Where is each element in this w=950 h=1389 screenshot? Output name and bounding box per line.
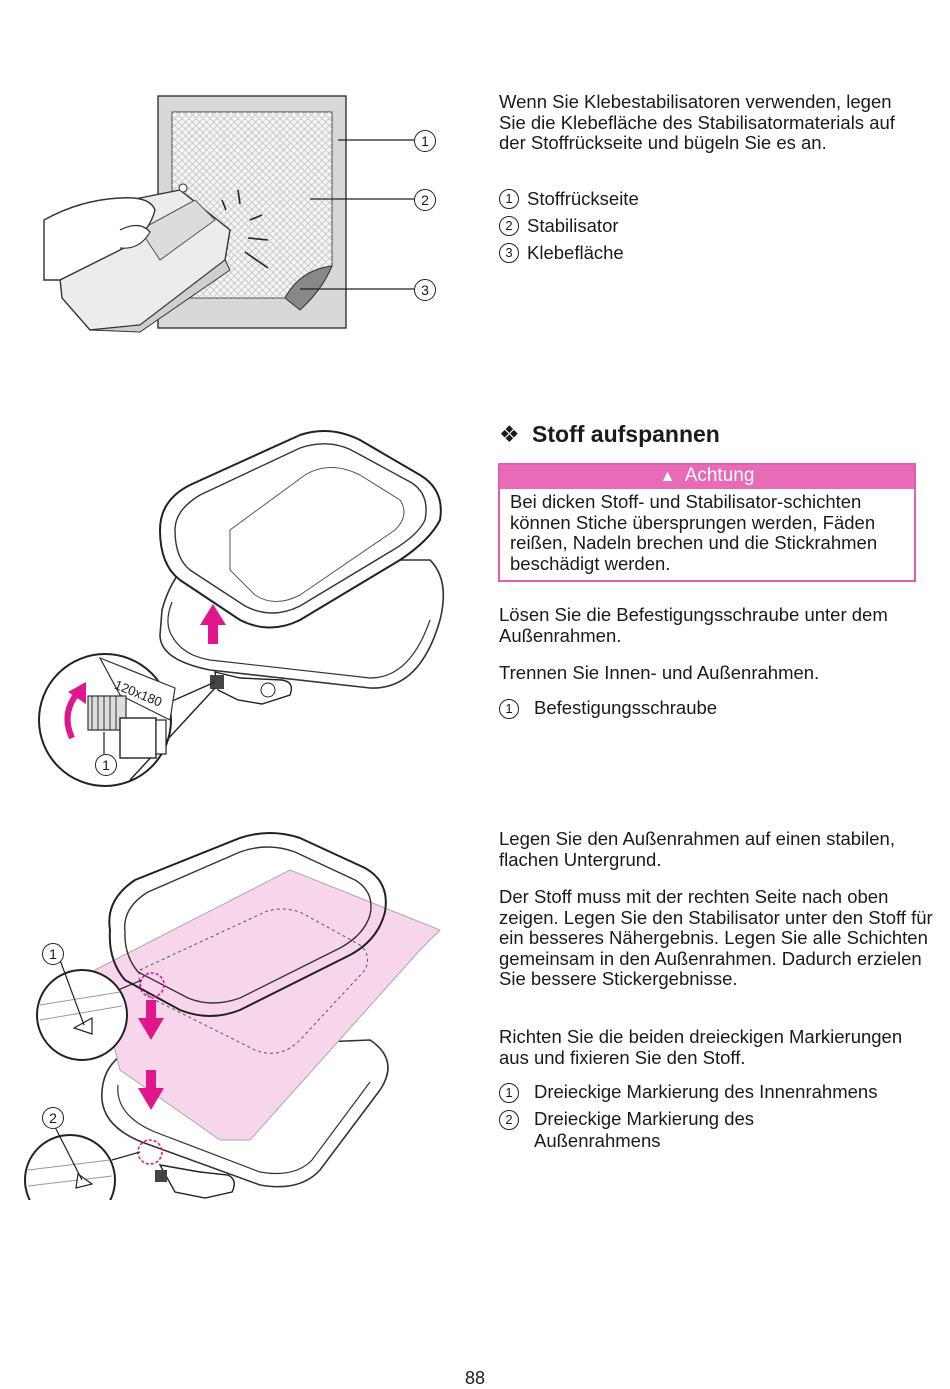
illustration-iron-stabilizer [43,95,414,333]
callout-2: 2 [414,189,436,211]
page-heading: Stoff aufspannen [532,421,720,447]
fabric-paragraph-1: Legen Sie den Außenrahmen auf einen stab… [499,828,895,870]
warning-triangle-icon: ▲ [659,468,676,485]
callout-1: 1 [414,130,436,152]
callout-inner-mark: 1 [42,943,64,965]
callout-screw: 1 [95,754,117,776]
hoop-paragraph-2: Trennen Sie Innen- und Außenrahmen. [499,662,820,683]
caution-text: Bei dicken Stoff- und Stabilisator-schic… [510,491,878,574]
section-stabilizer: 1 2 3 Wenn Sie Klebestabilisatoren verwe… [0,0,950,360]
caution-title: Achtung [684,465,755,486]
stabilizer-paragraph: Wenn Sie Klebestabilisatoren verwenden, … [499,91,895,153]
illustration-hoop-separate [38,430,445,787]
section-hoop-separate: 120x180 1 ❖ Stoff aufspannen ▲ Achtung B… [0,400,950,800]
section-heading: ❖ Stoff aufspannen [499,420,919,448]
fabric-paragraph-2: Der Stoff muss mit der rechten Seite nac… [499,886,933,989]
caution-header: ▲ Achtung [500,465,914,489]
illustration-fabric-mount [24,832,441,1200]
fabric-paragraph-3: Richten Sie die beiden dreieckigen Marki… [499,1026,903,1068]
hoop-paragraph-1: Lösen Sie die Befestigungsschraube unter… [499,604,888,646]
callout-outer-mark: 2 [42,1107,64,1129]
page-number: 88 [464,1368,486,1388]
caution-box: ▲ Achtung Bei dicken Stoff- und Stabilis… [498,463,916,582]
section-fabric-mount: 1 2 Legen Sie den Außenrahmen auf einen … [0,820,950,1200]
diamond-bullet-icon: ❖ [499,421,520,447]
callout-3: 3 [414,279,436,301]
